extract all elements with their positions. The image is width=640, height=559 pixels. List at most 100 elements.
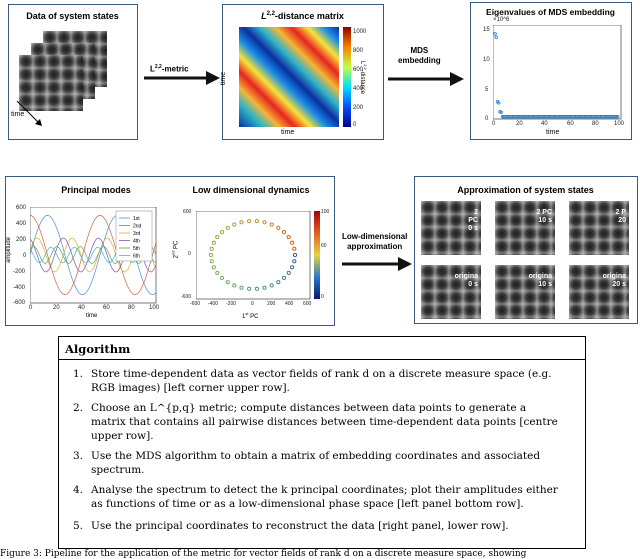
modes-ytick: 200	[16, 237, 27, 243]
approx-arrow	[342, 257, 412, 271]
dyn-point	[286, 235, 291, 240]
dyn-plot	[196, 211, 311, 300]
eigen-ytick: 5	[485, 87, 489, 93]
cbar-tick: 600	[353, 67, 364, 73]
dyn-ylabel: 2nd PC	[170, 240, 180, 259]
legend-label: 4th	[133, 239, 140, 245]
modes-ytick: -200	[13, 269, 26, 275]
dyn-xlabel: 1st PC	[242, 311, 259, 320]
dyn-title: Low dimensional dynamics	[192, 185, 310, 195]
distance-xlabel: time	[281, 129, 295, 136]
dyn-point	[281, 230, 287, 235]
time-label: time	[11, 111, 25, 118]
cbar-tick: 800	[353, 48, 364, 54]
state-frame-front	[19, 55, 83, 111]
dyn-xtick: -400	[208, 301, 219, 307]
dyn-point	[211, 240, 216, 245]
dyn-cbar-tick: 60	[321, 243, 327, 249]
legend-label: 3rd	[133, 231, 140, 237]
dyn-point	[239, 285, 244, 290]
legend-label: 6th	[133, 254, 140, 260]
dyn-point	[247, 286, 252, 291]
approx-title: Approximation of system states	[457, 185, 594, 195]
approx-arrow-label: Low-dimensional approximation	[342, 232, 408, 251]
modes-xtick: 80	[128, 305, 135, 311]
dyn-point	[232, 222, 237, 227]
eigen-xlabel: time	[546, 129, 560, 136]
dyn-point	[247, 219, 252, 224]
dyn-point	[232, 283, 237, 288]
dyn-point	[276, 225, 281, 230]
modes-ylabel: amplitude	[6, 236, 13, 264]
distance-panel: L2,2-distance matrix time time	[220, 4, 384, 140]
eigen-ytick: 15	[483, 27, 490, 33]
eigen-point	[493, 31, 497, 36]
modes-ytick: -400	[13, 285, 26, 291]
dyn-xtick: -200	[226, 301, 237, 307]
eigen-point	[499, 110, 503, 115]
dyn-point	[276, 280, 281, 285]
algorithm-rule	[59, 359, 585, 360]
eigen-panel: Eigenvalues of MDS embedding ×10^6 15 10…	[470, 2, 632, 140]
legend-label: 1st	[133, 216, 140, 222]
eigen-xtick: 0	[492, 121, 496, 127]
dyn-cbar-tick: 0	[321, 294, 324, 300]
colorbar-label: L2,2-distance	[359, 60, 369, 95]
mode-line	[30, 215, 157, 295]
algorithm-box: Algorithm 1. Store time-dependent data a…	[58, 336, 586, 549]
dyn-xtick: 0	[251, 301, 254, 307]
dyn-point	[208, 252, 214, 258]
dyn-xtick: -600	[190, 301, 201, 307]
metric-arrow	[144, 71, 220, 85]
metric-arrow-label: L2,2-metric	[150, 64, 189, 74]
modes-xtick: 0	[29, 305, 33, 311]
eigen-title: Eigenvalues of MDS embedding	[486, 7, 615, 17]
dyn-point	[215, 235, 220, 240]
dyn-point	[262, 220, 267, 225]
modes-xlabel: time	[86, 313, 98, 319]
states-panel: Data of system states time	[8, 4, 138, 140]
dyn-point	[269, 283, 274, 288]
dyn-point	[209, 246, 214, 251]
dyn-point	[254, 219, 259, 224]
dyn-cbar-tick: 100	[321, 209, 330, 215]
modes-ytick: 400	[16, 221, 27, 227]
eigen-point	[614, 115, 619, 119]
distance-colorbar	[343, 27, 351, 127]
mds-arrow-label: MDS embedding	[398, 46, 441, 65]
states-title: Data of system states	[26, 11, 119, 21]
figure-caption: Figure 3: Pipeline for the application o…	[0, 549, 527, 559]
distance-heatmap	[239, 27, 339, 127]
eigen-xtick: 100	[614, 121, 625, 127]
dyn-point	[281, 275, 287, 280]
legend-label: 5th	[133, 246, 140, 252]
modes-ytick: 600	[16, 205, 27, 211]
modes-ytick: 0	[23, 253, 27, 259]
dyn-point	[219, 275, 225, 280]
eigen-point	[494, 35, 498, 39]
eigen-xtick: 80	[592, 121, 599, 127]
dyn-ytick: -600	[181, 294, 192, 300]
cbar-tick: 0	[353, 122, 357, 128]
cbar-tick: 200	[353, 105, 364, 111]
algorithm-title: Algorithm	[65, 342, 131, 356]
distance-title: L2,2-distance matrix	[261, 11, 344, 21]
dyn-point	[292, 252, 298, 258]
dyn-point	[286, 270, 291, 275]
dyn-xtick: 200	[267, 301, 276, 307]
dyn-xtick: 600	[303, 301, 312, 307]
dyn-point	[211, 265, 216, 270]
dyn-point	[225, 280, 230, 285]
cbar-tick: 1000	[353, 29, 367, 35]
dyn-point	[262, 285, 267, 290]
dyn-colorbar	[314, 211, 320, 299]
legend-label: 2nd	[133, 224, 142, 230]
modes-xtick: 40	[78, 305, 85, 311]
